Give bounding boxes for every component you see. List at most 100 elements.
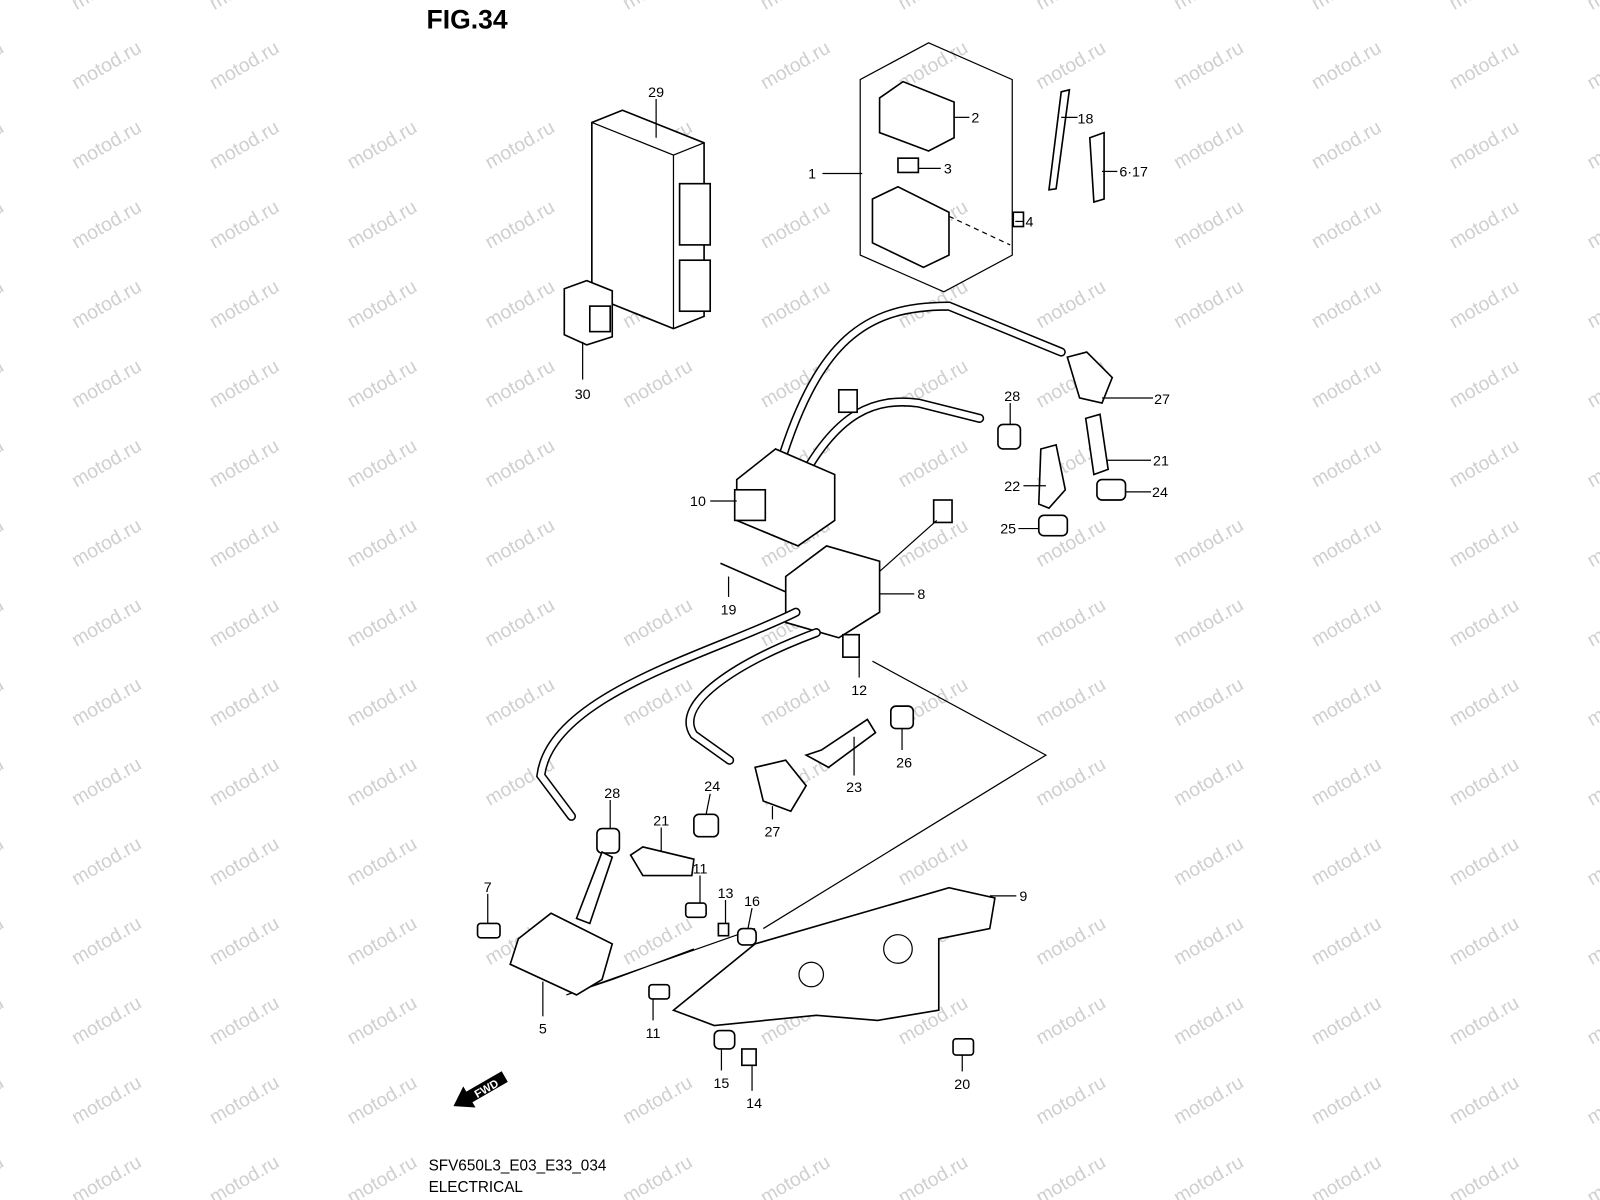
callout: 16 <box>744 894 760 910</box>
watermark-text: motod.ru <box>206 435 283 492</box>
watermark-text: motod.ru <box>1170 594 1247 651</box>
callout: 10 <box>690 494 706 510</box>
watermark-text: motod.ru <box>206 116 283 173</box>
watermark-text: motod.ru <box>1032 753 1109 810</box>
callout: 11 <box>646 1026 661 1042</box>
watermark-text: motod.ru <box>1170 1151 1247 1200</box>
watermark-text: motod.ru <box>1583 992 1600 1049</box>
callout: 18 <box>1078 111 1094 127</box>
watermark-text: motod.ru <box>344 594 421 651</box>
watermark-text: motod.ru <box>1170 912 1247 969</box>
callout: 8 <box>917 587 925 603</box>
leader-lines <box>487 98 1154 1091</box>
watermark-text: motod.ru <box>619 1151 696 1200</box>
watermark-text: motod.ru <box>1308 355 1385 412</box>
watermark-text: motod.ru <box>481 355 558 412</box>
watermark-text: motod.ru <box>1032 0 1109 15</box>
watermark-text: motod.ru <box>0 1072 7 1129</box>
watermark-text: motod.ru <box>68 833 145 890</box>
watermark-text: motod.ru <box>206 514 283 571</box>
watermark-text: motod.ru <box>0 1151 7 1200</box>
watermark-text: motod.ru <box>1032 674 1109 731</box>
callout: 29 <box>648 85 664 101</box>
watermark-text: motod.ru <box>206 1151 283 1200</box>
watermark-text: motod.ru <box>895 1151 972 1200</box>
watermark-text: motod.ru <box>481 196 558 253</box>
fwd-arrow-icon: FWD <box>453 1071 508 1108</box>
watermark-text: motod.ru <box>344 355 421 412</box>
callout: 9 <box>1019 889 1027 905</box>
watermark-text: motod.ru <box>895 435 972 492</box>
watermark-text: motod.ru <box>1308 674 1385 731</box>
watermark-text: motod.ru <box>1170 1072 1247 1129</box>
connector-part-30 <box>563 279 614 346</box>
watermark-text: motod.ru <box>1446 0 1523 15</box>
callout: 26 <box>896 755 912 771</box>
watermark-text: motod.ru <box>0 435 7 492</box>
watermark-text: motod.ru <box>481 514 558 571</box>
watermark-text: motod.ru <box>206 674 283 731</box>
watermark-text: motod.ru <box>1170 753 1247 810</box>
callout: 21 <box>653 814 669 830</box>
callout: 7 <box>484 880 492 896</box>
watermark-text: motod.ru <box>0 594 7 651</box>
watermark-text: motod.ru <box>1446 37 1523 94</box>
watermark-text: motod.ru <box>619 594 696 651</box>
watermark-text: motod.ru <box>344 514 421 571</box>
watermark-text: motod.ru <box>68 276 145 333</box>
callout: 4 <box>1026 215 1034 231</box>
watermark-text: motod.ru <box>1583 514 1600 571</box>
bolts-and-nuts <box>476 902 975 1067</box>
watermark-text: motod.ru <box>1446 912 1523 969</box>
watermark-text: motod.ru <box>619 1072 696 1129</box>
watermark-text: motod.ru <box>1032 594 1109 651</box>
watermark-text: motod.ru <box>1308 276 1385 333</box>
callout: 1 <box>808 167 816 183</box>
watermark-text: motod.ru <box>619 0 696 15</box>
callout: 2 <box>971 110 979 126</box>
watermark-text: motod.ru <box>68 1072 145 1129</box>
watermark-text: motod.ru <box>1583 912 1600 969</box>
watermark-text: motod.ru <box>619 355 696 412</box>
watermark-text: motod.ru <box>344 116 421 173</box>
watermark-text: motod.ru <box>206 37 283 94</box>
ignition-coil-10 <box>733 301 1066 547</box>
watermark-text: motod.ru <box>481 435 558 492</box>
watermark-text: motod.ru <box>1308 1072 1385 1129</box>
watermark-text: motod.ru <box>1446 753 1523 810</box>
watermark-text: motod.ru <box>344 196 421 253</box>
section-name: ELECTRICAL <box>429 1179 523 1196</box>
watermark-text: motod.ru <box>1583 196 1600 253</box>
watermark-text: motod.ru <box>344 674 421 731</box>
callout: 27 <box>765 825 781 841</box>
watermark-text: motod.ru <box>1308 514 1385 571</box>
watermark-text: motod.ru <box>68 594 145 651</box>
watermark-text: motod.ru <box>206 912 283 969</box>
watermark-text: motod.ru <box>206 753 283 810</box>
watermark-text: motod.ru <box>1446 992 1523 1049</box>
watermark-text: motod.ru <box>1032 1072 1109 1129</box>
watermark-text: motod.ru <box>1308 435 1385 492</box>
callout: 23 <box>846 780 862 796</box>
watermark-text: motod.ru <box>0 0 7 15</box>
watermark-text: motod.ru <box>1446 116 1523 173</box>
watermark-text: motod.ru <box>1308 37 1385 94</box>
watermark-text: motod.ru <box>1446 833 1523 890</box>
watermark-text: motod.ru <box>1583 833 1600 890</box>
watermark-text: motod.ru <box>0 116 7 173</box>
watermark-text: motod.ru <box>1170 116 1247 173</box>
bracket-part-9 <box>566 660 1048 1027</box>
watermark-text: motod.ru <box>1583 355 1600 412</box>
callout: 6·17 <box>1119 165 1148 181</box>
watermark-text: motod.ru <box>1583 594 1600 651</box>
watermark-text: motod.ru <box>1308 196 1385 253</box>
watermark-text: motod.ru <box>1032 912 1109 969</box>
watermark-text: motod.ru <box>0 276 7 333</box>
ecu-part-29 <box>591 109 712 330</box>
watermark-text: motod.ru <box>1308 1151 1385 1200</box>
watermark-text: motod.ru <box>1032 1151 1109 1200</box>
callout: 22 <box>1004 479 1020 495</box>
watermark-text: motod.ru <box>206 594 283 651</box>
watermark-text: motod.ru <box>1583 37 1600 94</box>
